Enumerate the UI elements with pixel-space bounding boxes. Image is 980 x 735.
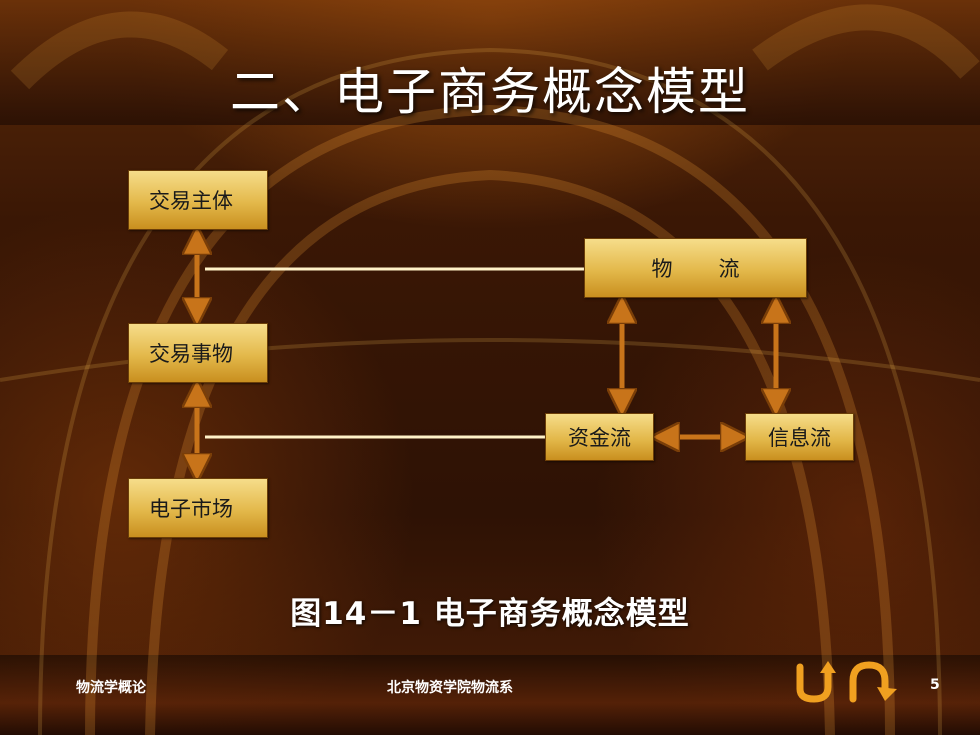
- box-logistics: 物 流: [584, 238, 807, 298]
- footer-band: [0, 655, 980, 735]
- forward-arrow-icon[interactable]: [845, 655, 915, 705]
- logistics-label-part1: 物: [651, 257, 673, 281]
- box-trading-subject: 交易主体: [128, 170, 268, 230]
- box-information-flow: 信息流: [745, 413, 854, 461]
- back-arrow-icon[interactable]: [790, 655, 840, 705]
- header-band: [0, 0, 980, 125]
- box-capital-flow: 资金流: [545, 413, 654, 461]
- figure-caption: 图14－1 电子商务概念模型: [290, 596, 690, 632]
- slide-title: 二、电子商务概念模型: [230, 63, 750, 121]
- box-electronic-market: 电子市场: [128, 478, 268, 538]
- page-number: 5: [930, 677, 940, 693]
- box-trading-thing: 交易事物: [128, 323, 268, 383]
- footer-course: 物流学概论: [76, 680, 146, 696]
- logistics-label-part2: 流: [718, 257, 740, 281]
- footer-department: 北京物资学院物流系: [387, 680, 513, 696]
